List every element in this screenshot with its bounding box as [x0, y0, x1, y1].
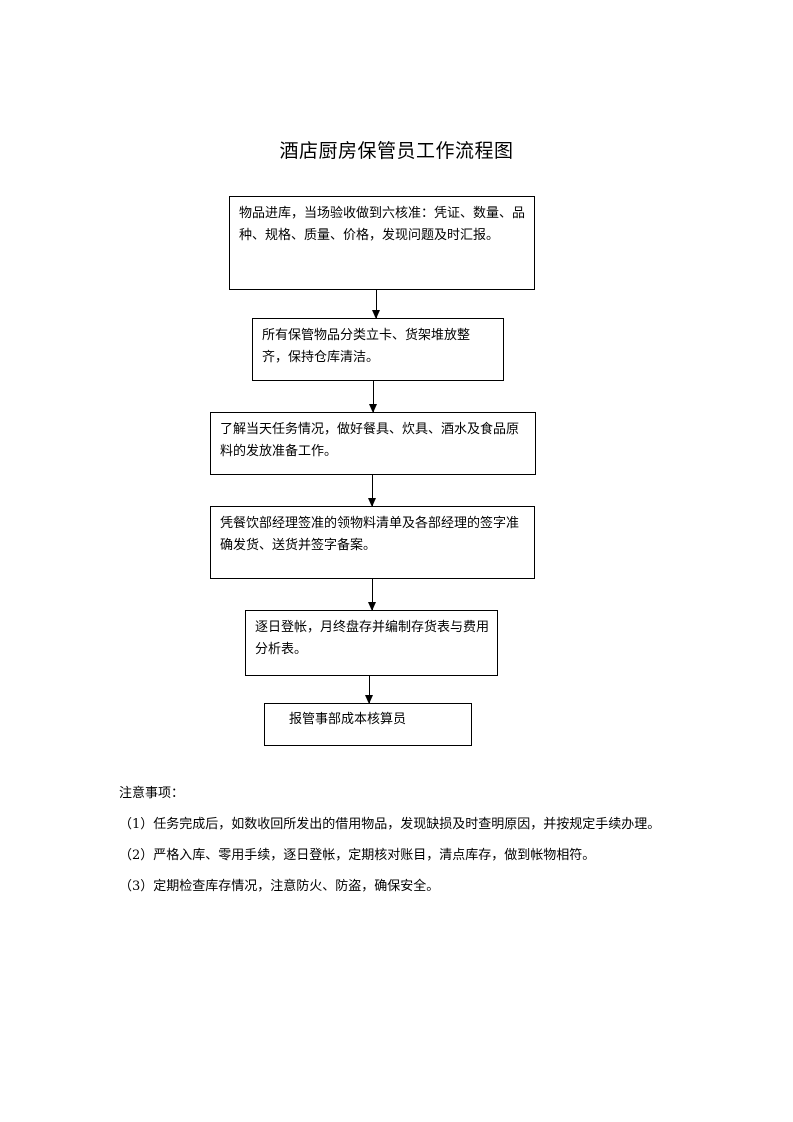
note-item: （3）定期检查库存情况，注意防火、防盗，确保安全。	[119, 879, 440, 894]
flow-step-classify-storage: 所有保管物品分类立卡、货架堆放整齐，保持仓库清洁。	[252, 318, 504, 381]
flow-arrow-down-icon	[368, 579, 376, 611]
flow-step-bookkeeping: 逐日登帐，月终盘存并编制存货表与费用分析表。	[245, 610, 498, 676]
flow-arrow-down-icon	[368, 475, 376, 507]
notes-section: 注意事项： （1）任务完成后，如数收回所发出的借用物品，发现缺损及时查明原因，并…	[119, 778, 679, 902]
note-item: （1）任务完成后，如数收回所发出的借用物品，发现缺损及时查明原因，并按规定手续办…	[119, 817, 661, 832]
flow-step-issue-goods: 凭餐饮部经理签准的领物料清单及各部经理的签字准确发货、送货并签字备案。	[210, 506, 535, 579]
flow-arrow-down-icon	[369, 381, 377, 413]
page-title: 酒店厨房保管员工作流程图	[279, 140, 514, 162]
flow-arrow-down-icon	[372, 290, 380, 319]
flow-step-daily-preparation: 了解当天任务情况，做好餐具、炊具、酒水及食品原料的发放准备工作。	[210, 412, 536, 475]
note-item: （2）严格入库、零用手续，逐日登帐，定期核对账目，清点库存，做到帐物相符。	[119, 848, 596, 863]
flow-step-report-accountant: 报管事部成本核算员	[264, 703, 472, 746]
flow-arrow-down-icon	[365, 676, 373, 704]
flow-step-goods-intake: 物品进库，当场验收做到六核准：凭证、数量、品种、规格、质量、价格，发现问题及时汇…	[229, 196, 535, 290]
notes-heading: 注意事项：	[119, 786, 185, 801]
